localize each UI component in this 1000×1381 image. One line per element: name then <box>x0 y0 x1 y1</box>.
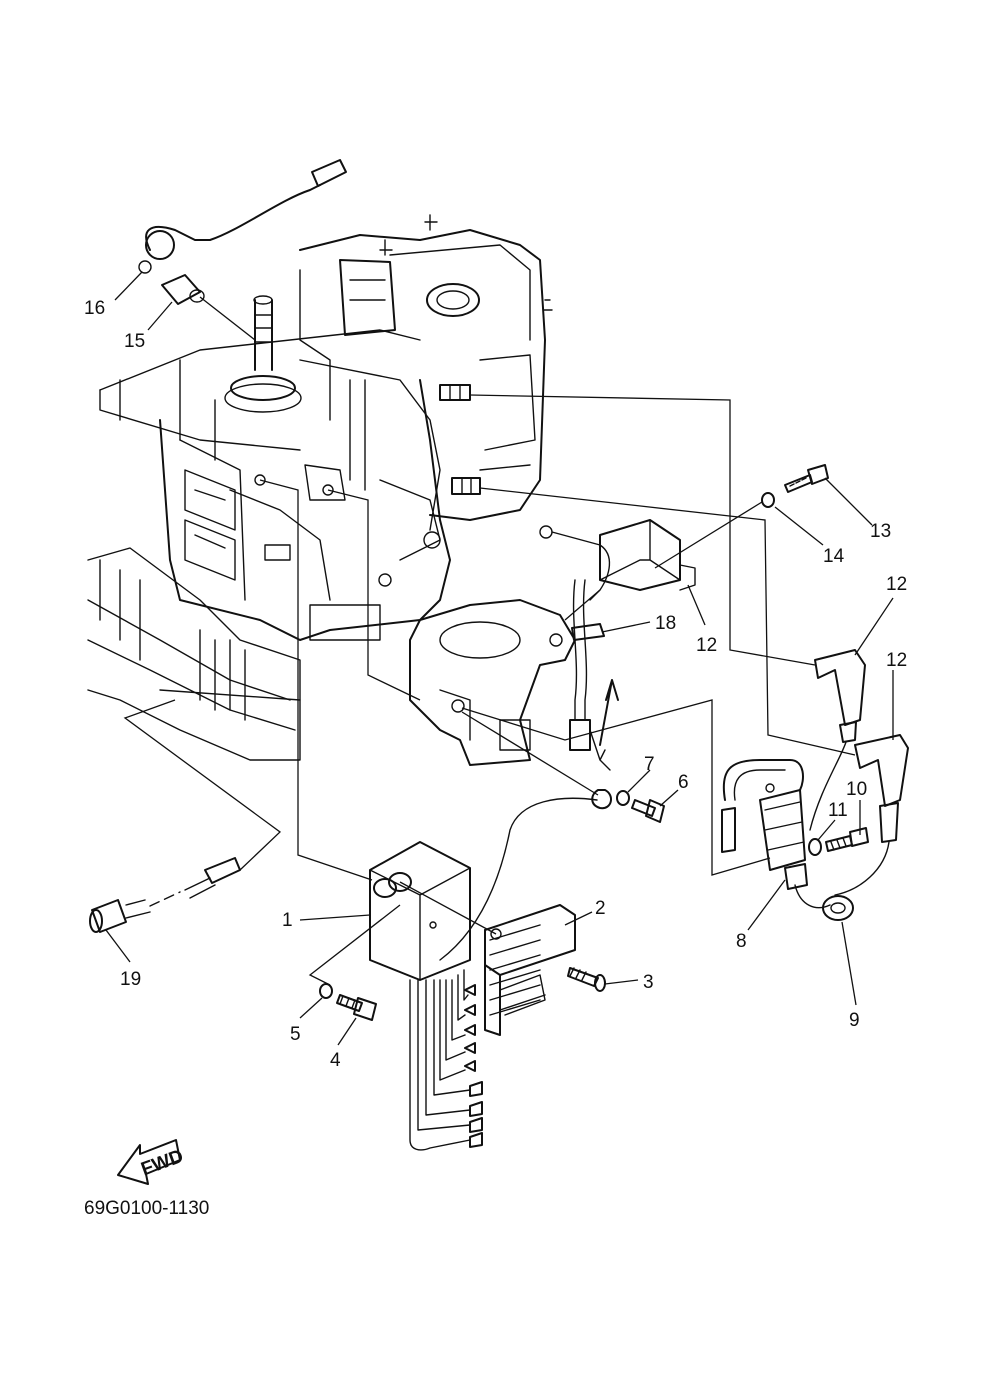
ground-lead-drawing <box>439 789 612 961</box>
part-4-drawing <box>336 994 377 1021</box>
part-13-drawing <box>599 519 696 591</box>
callout-13: 12 <box>696 635 717 656</box>
callout-5: 5 <box>290 1024 301 1045</box>
part-9-drawing <box>794 884 854 921</box>
part-15-drawing <box>761 492 775 508</box>
diagram-code: 69G0100-1130 <box>84 1198 209 1219</box>
callout-10: 10 <box>846 779 867 800</box>
callout-4: 4 <box>330 1050 341 1071</box>
callout-15: 14 <box>823 546 845 567</box>
callout-leaders <box>105 271 894 1046</box>
callout-6: 6 <box>678 772 689 793</box>
engine-block-drawing <box>87 214 553 761</box>
callout-1: 1 <box>282 910 293 931</box>
part-8-drawing <box>721 759 808 890</box>
callout-12-upper: 12 <box>886 574 907 595</box>
part-6-drawing <box>631 799 665 823</box>
part-1-harness-drawing <box>409 969 483 1151</box>
callout-9: 9 <box>849 1010 860 1031</box>
connection-lines <box>123 296 856 986</box>
part-7-drawing <box>616 790 630 806</box>
callout-19: 19 <box>120 969 141 990</box>
callout-12-lower: 12 <box>886 650 907 671</box>
part-14-drawing <box>784 464 829 493</box>
part-12-lower-drawing <box>834 734 909 896</box>
callout-17: 16 <box>84 298 105 319</box>
fwd-arrow: FWD <box>117 1139 186 1185</box>
callout-numbers: 16 15 13 14 12 12 18 12 7 6 10 11 8 9 1 … <box>84 298 907 1071</box>
part-5-drawing <box>319 983 333 999</box>
callout-11: 11 <box>828 800 848 821</box>
callout-2: 2 <box>595 898 606 919</box>
part-10-drawing <box>825 827 869 852</box>
part-2-drawing <box>484 904 576 1036</box>
part-16-drawing <box>161 274 205 305</box>
part-11-drawing <box>808 838 822 856</box>
callout-7: 7 <box>644 754 655 775</box>
callout-8: 8 <box>736 931 747 952</box>
callout-16: 15 <box>124 331 145 352</box>
part-3-drawing <box>567 967 606 992</box>
part-1-drawing <box>369 841 471 981</box>
callout-3: 3 <box>643 972 654 993</box>
part-19-drawing <box>89 857 241 933</box>
callout-18: 18 <box>655 613 676 634</box>
sensor-harness-drawing <box>539 525 619 771</box>
stator-bracket-drawing <box>409 599 576 766</box>
part-17-drawing <box>138 159 347 274</box>
callout-14: 13 <box>870 521 891 542</box>
